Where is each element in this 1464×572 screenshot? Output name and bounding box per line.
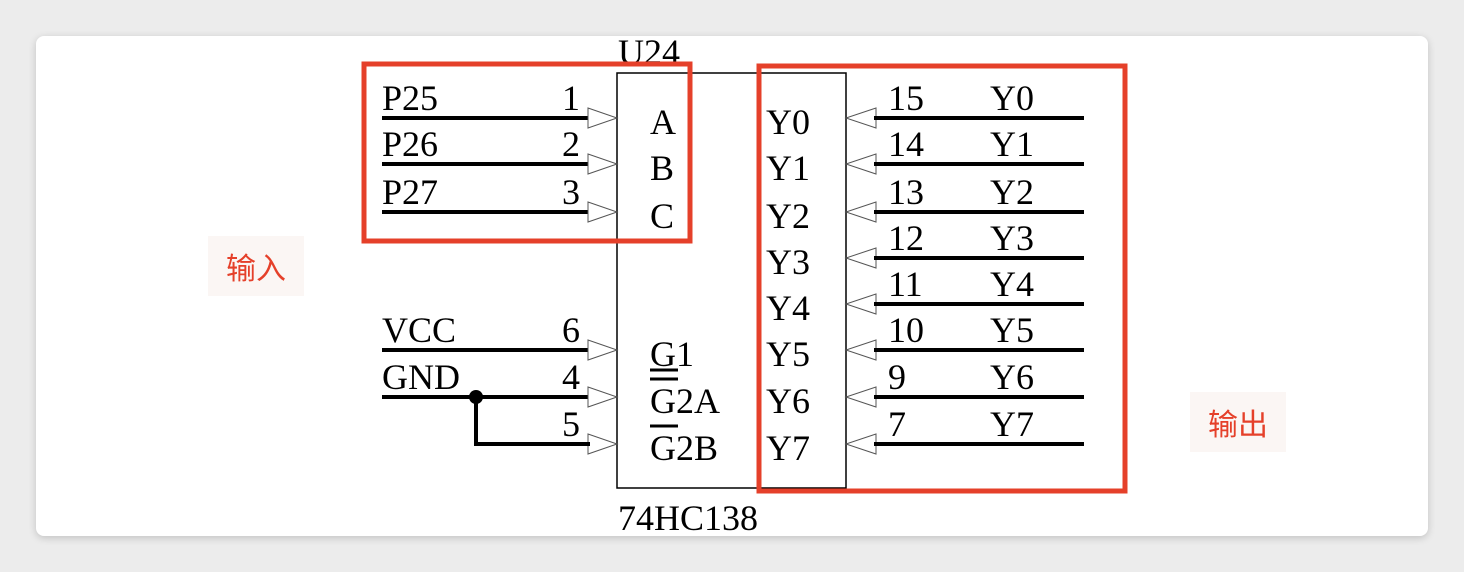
output-pin-number: 14 bbox=[888, 124, 924, 164]
input-pin-name: G2A bbox=[650, 381, 720, 421]
input-arrow bbox=[587, 107, 619, 129]
output-arrow bbox=[844, 293, 877, 315]
input-annotation: 输入 bbox=[208, 236, 304, 296]
chip-body bbox=[616, 72, 847, 489]
input-net-label: P26 bbox=[382, 124, 438, 164]
input-net-label: VCC bbox=[382, 310, 456, 350]
output-pin-name: Y5 bbox=[766, 334, 810, 374]
input-pin-number: 6 bbox=[562, 310, 580, 350]
output-pin-number: 15 bbox=[888, 78, 924, 118]
output-pin-name: Y6 bbox=[766, 381, 810, 421]
input-arrow bbox=[587, 201, 619, 223]
input-highlight-box bbox=[361, 61, 693, 244]
output-pin-number: 10 bbox=[888, 310, 924, 350]
input-pin-name: B bbox=[650, 148, 674, 188]
input-pin-number: 2 bbox=[562, 124, 580, 164]
output-net-label: Y3 bbox=[990, 218, 1034, 258]
input-net-label: P27 bbox=[382, 172, 438, 212]
output-arrow bbox=[844, 153, 877, 175]
input-net-label: P25 bbox=[382, 78, 438, 118]
output-net-label: Y1 bbox=[990, 124, 1034, 164]
output-pin-number: 7 bbox=[888, 404, 906, 444]
chip-part-number: 74HC138 bbox=[618, 498, 758, 538]
input-pin-name: A bbox=[650, 102, 676, 142]
input-pin-number: 5 bbox=[562, 404, 580, 444]
input-net-label: GND bbox=[382, 357, 460, 397]
output-arrow bbox=[844, 107, 877, 129]
input-arrow bbox=[587, 433, 619, 455]
output-pin-number: 11 bbox=[888, 264, 923, 304]
input-arrow bbox=[587, 386, 619, 408]
input-arrow bbox=[587, 153, 619, 175]
input-arrow bbox=[587, 339, 619, 361]
input-pin-number: 3 bbox=[562, 172, 580, 212]
output-net-label: Y0 bbox=[990, 78, 1034, 118]
output-highlight-box bbox=[756, 63, 1128, 494]
output-pin-name: Y4 bbox=[766, 288, 810, 328]
output-pin-number: 12 bbox=[888, 218, 924, 258]
output-net-label: Y7 bbox=[990, 404, 1034, 444]
output-net-label: Y2 bbox=[990, 172, 1034, 212]
output-pin-number: 9 bbox=[888, 357, 906, 397]
input-pin-name: G2B bbox=[650, 428, 718, 468]
output-pin-name: Y0 bbox=[766, 102, 810, 142]
output-pin-number: 13 bbox=[888, 172, 924, 212]
output-arrow bbox=[844, 433, 877, 455]
input-pin-number: 1 bbox=[562, 78, 580, 118]
junction-dot bbox=[469, 390, 483, 404]
output-net-label: Y5 bbox=[990, 310, 1034, 350]
output-pin-name: Y1 bbox=[766, 148, 810, 188]
input-pin-name: C bbox=[650, 196, 674, 236]
input-pin-number: 4 bbox=[562, 357, 580, 397]
output-arrow bbox=[844, 339, 877, 361]
output-pin-name: Y2 bbox=[766, 196, 810, 236]
output-arrow bbox=[844, 247, 877, 269]
output-arrow bbox=[844, 201, 877, 223]
output-pin-name: Y7 bbox=[766, 428, 810, 468]
output-pin-name: Y3 bbox=[766, 242, 810, 282]
output-net-label: Y6 bbox=[990, 357, 1034, 397]
input-pin-name: G1 bbox=[650, 334, 694, 374]
output-net-label: Y4 bbox=[990, 264, 1034, 304]
output-annotation: 输出 bbox=[1190, 392, 1286, 452]
output-arrow bbox=[844, 386, 877, 408]
